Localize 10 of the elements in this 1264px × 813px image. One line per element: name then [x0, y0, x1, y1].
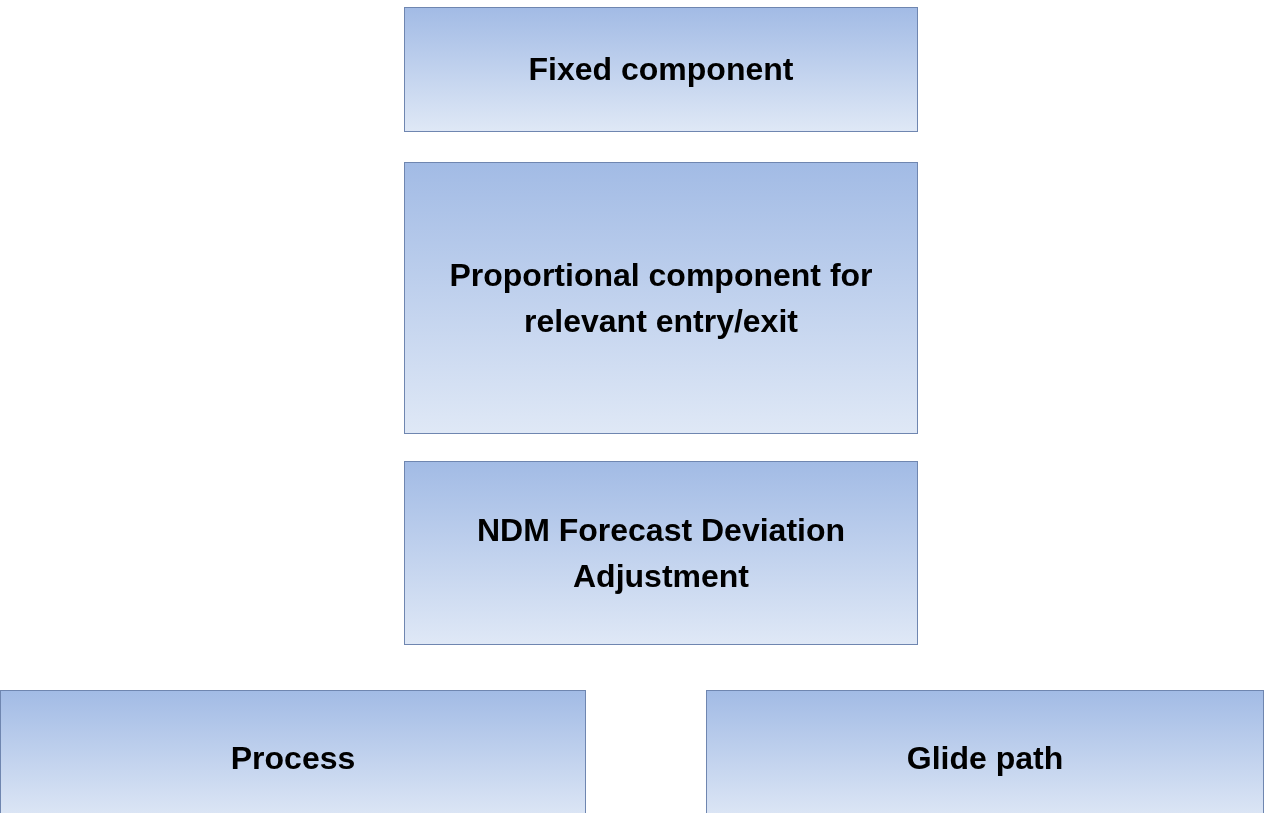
- process-box: [0, 690, 586, 813]
- box-label: Process: [229, 739, 357, 778]
- box-label: Proportional component for relevant entry/exit: [448, 255, 874, 341]
- process-box: [404, 461, 918, 645]
- box-label: Glide path: [905, 739, 1065, 778]
- box-label: Fixed component: [527, 50, 795, 90]
- process-box: [706, 690, 1264, 813]
- box-label: NDM Forecast Deviation Adjustment: [475, 510, 847, 596]
- process-box: [404, 7, 918, 132]
- process-box: [404, 162, 918, 434]
